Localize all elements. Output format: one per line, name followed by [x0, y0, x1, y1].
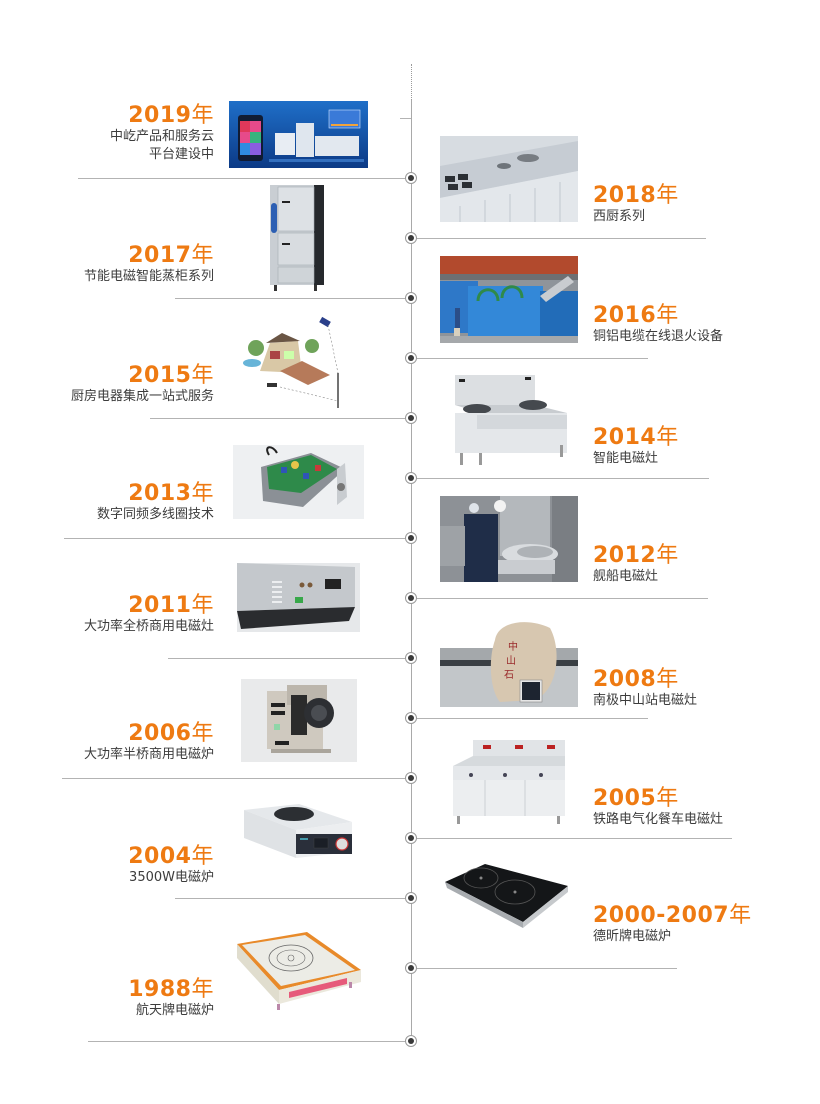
description-line: 德昕牌电磁炉 [593, 929, 672, 944]
photo-smart-home-satellite [240, 313, 356, 410]
entry-2005: 2005年 铁路电气化餐车电磁灶 [593, 787, 723, 829]
description-line: 中屹产品和服务云 [109, 129, 214, 144]
node-2018 [405, 232, 417, 244]
photo-annealing-equipment [440, 256, 578, 343]
entry-1988: 1988年 航天牌电磁炉 [128, 978, 214, 1020]
connector-2014 [411, 477, 709, 479]
year-label: 2004年 [128, 844, 214, 869]
description-line: 数字同频多线圈技术 [96, 507, 214, 522]
node-2005 [405, 832, 417, 844]
connector-2017 [175, 297, 411, 299]
connector-2005 [411, 837, 732, 839]
photo-double-wok-stove [455, 375, 568, 465]
description-line: 航天牌电磁炉 [135, 1003, 214, 1018]
node-2013 [405, 532, 417, 544]
year-label: 1988年 [128, 977, 214, 1002]
stub-2018 [400, 117, 411, 119]
year-label: 2017年 [128, 243, 214, 268]
node-2006 [405, 772, 417, 784]
entry-2008: 2008年 南极中山站电磁灶 [593, 668, 697, 710]
description-line: 西厨系列 [593, 209, 646, 224]
year-label: 2018年 [593, 183, 679, 208]
connector-2013 [64, 537, 411, 539]
description-line: 舰船电磁灶 [593, 569, 659, 584]
photo-circuit-board-module [233, 445, 364, 519]
photo-steam-cabinet [266, 183, 328, 293]
description-line: 铁路电气化餐车电磁灶 [593, 812, 724, 827]
timeline-spine-dotted-top [411, 64, 412, 102]
timeline-spine [410, 100, 412, 1041]
connector-2011 [168, 657, 411, 659]
connector-2006 [62, 777, 411, 779]
connector-1988 [88, 1040, 411, 1042]
year-label: 2006年 [128, 721, 214, 746]
year-label: 2011年 [128, 593, 214, 618]
photo-half-bridge-fan-unit [241, 679, 357, 762]
description-line: 大功率半桥商用电磁炉 [83, 747, 214, 762]
year-label: 2000-2007年 [593, 903, 752, 928]
node-2015 [405, 412, 417, 424]
node-2012 [405, 592, 417, 604]
photo-western-kitchen-line [440, 136, 578, 222]
node-2000-2007 [405, 962, 417, 974]
svg-text:山: 山 [506, 655, 516, 667]
description-line: 智能电磁灶 [593, 451, 659, 466]
photo-full-bridge-power-unit [237, 563, 360, 632]
description-line: 平台建设中 [148, 147, 214, 162]
year-label: 2016年 [593, 303, 679, 328]
svg-text:中: 中 [508, 640, 518, 653]
connector-2008 [411, 717, 648, 719]
description-line: 3500W电磁炉 [129, 870, 214, 885]
svg-text:石: 石 [504, 670, 514, 681]
node-2004 [405, 892, 417, 904]
year-label: 2019年 [128, 103, 214, 128]
entry-2004: 2004年 3500W电磁炉 [128, 845, 214, 887]
description-line: 大功率全桥商用电磁灶 [83, 619, 214, 634]
description-line: 节能电磁智能蒸柜系列 [83, 269, 214, 284]
node-2019 [405, 172, 417, 184]
description-line: 南极中山站电磁灶 [593, 693, 698, 708]
year-label: 2014年 [593, 425, 679, 450]
entry-2012: 2012年 舰船电磁灶 [593, 544, 679, 586]
node-2014 [405, 472, 417, 484]
entry-2015: 2015年 厨房电器集成一站式服务 [71, 364, 214, 406]
node-2008 [405, 712, 417, 724]
node-1988 [405, 1035, 417, 1047]
photo-smart-kitchen-cloud-platform [229, 101, 368, 168]
entry-2014: 2014年 智能电磁灶 [593, 426, 679, 468]
year-label: 2008年 [593, 667, 679, 692]
node-2016 [405, 352, 417, 364]
year-label: 2013年 [128, 481, 214, 506]
photo-ship-kitchen-workers [440, 496, 578, 582]
entry-2016: 2016年 铜铝电缆在线退火设备 [593, 304, 723, 346]
connector-2000-2007 [411, 967, 677, 969]
year-label: 2015年 [128, 363, 214, 388]
connector-2016 [411, 357, 648, 359]
year-label: 2005年 [593, 786, 679, 811]
description-line: 厨房电器集成一站式服务 [70, 389, 214, 404]
year-label: 2012年 [593, 543, 679, 568]
photo-wok-induction-cooker [244, 800, 354, 880]
entry-2019: 2019年 中屹产品和服务云 平台建设中 [110, 104, 214, 164]
connector-2015 [150, 417, 411, 419]
description-line: 铜铝电缆在线退火设备 [593, 329, 724, 344]
connector-2019 [78, 177, 411, 179]
connector-2012 [411, 597, 708, 599]
photo-vintage-induction-cooker [237, 930, 364, 1016]
node-2011 [405, 652, 417, 664]
entry-2000-2007: 2000-2007年 德昕牌电磁炉 [593, 904, 752, 946]
connector-2018 [411, 237, 706, 239]
photo-antarctic-zhongshan-rock: 中 山 石 [440, 620, 578, 707]
node-2017 [405, 292, 417, 304]
photo-double-induction-hob [445, 862, 570, 938]
connector-2004 [175, 897, 411, 899]
entry-2006: 2006年 大功率半桥商用电磁炉 [84, 722, 214, 764]
entry-2013: 2013年 数字同频多线圈技术 [97, 482, 214, 524]
entry-2017: 2017年 节能电磁智能蒸柜系列 [84, 244, 214, 286]
entry-2018: 2018年 西厨系列 [593, 184, 679, 226]
photo-triple-burner-stove [453, 738, 569, 825]
entry-2011: 2011年 大功率全桥商用电磁灶 [84, 594, 214, 636]
